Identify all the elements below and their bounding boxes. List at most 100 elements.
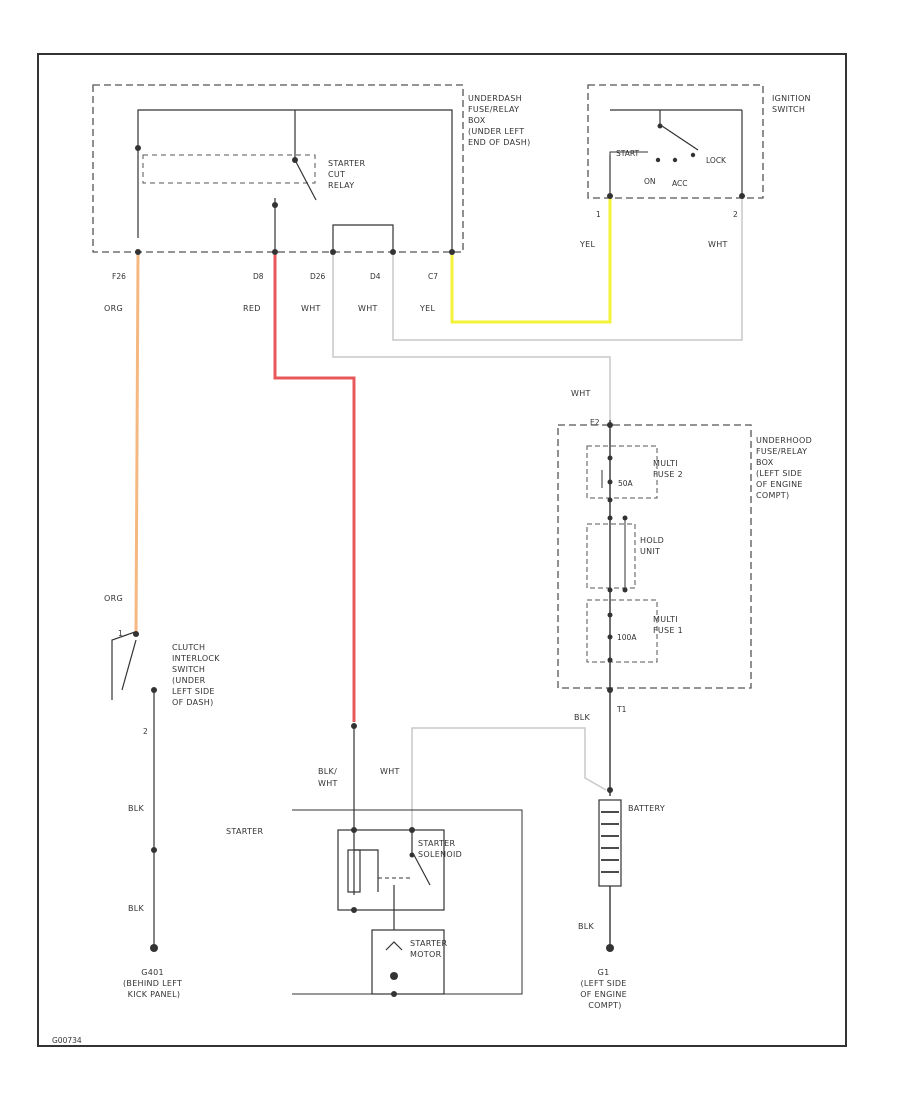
wire-label-wht-ign: WHT (708, 240, 728, 249)
solenoid-coil (353, 830, 379, 895)
battery (598, 700, 622, 952)
connector-point (607, 787, 613, 793)
ground-g401-label: G401 (BEHIND LEFT KICK PANEL) (123, 968, 185, 999)
ignition-start-bracket (609, 151, 648, 160)
ignition-lock-label: LOCK (706, 156, 727, 165)
ignition-switch-arm (661, 125, 699, 151)
fuse-2-rating: 50A (618, 479, 634, 488)
switch-position-dot (690, 152, 696, 158)
connector-point (607, 657, 613, 663)
ignition-pin-1-label: 1 (596, 210, 601, 219)
connector-point (739, 193, 745, 199)
underdash-box-label: UNDERDASH FUSE/RELAY BOX (UNDER LEFT END… (468, 94, 531, 147)
connector-point (607, 612, 613, 618)
underhood-box-label: UNDERHOOD FUSE/RELAY BOX (LEFT SIDE OF E… (756, 436, 815, 500)
connector-point (272, 249, 278, 255)
connector-point (607, 455, 613, 461)
starter-assembly (292, 723, 523, 997)
connector-point (607, 497, 613, 503)
wire-label-blk-uh: BLK (574, 713, 591, 722)
connector-point (135, 249, 141, 255)
clutch-interlock-switch (111, 631, 158, 952)
connector-point (272, 202, 278, 208)
connector-d8-label: D8 (253, 272, 264, 281)
connector-point (607, 193, 613, 199)
wire-label-red-top: RED (243, 304, 261, 313)
starter-bracket (292, 809, 523, 995)
connector-e2-label: E2 (590, 418, 600, 427)
connector-d4-label: D4 (370, 272, 381, 281)
battery-label: BATTERY (628, 804, 665, 813)
connector-point (151, 687, 157, 693)
switch-position-dot (672, 157, 678, 163)
connector-point (607, 587, 613, 593)
wire-label-org-top: ORG (104, 304, 123, 313)
wire-wht-solenoid (411, 727, 607, 830)
underdash-fuse-relay-box (92, 84, 464, 255)
connector-point (607, 515, 613, 521)
underhood-box-outline (557, 424, 752, 689)
wire-label-wht-mid: WHT (571, 389, 591, 398)
starter-label: STARTER (226, 827, 264, 836)
connector-point (135, 145, 141, 151)
ground-point-g401 (150, 944, 158, 952)
diagram-frame (37, 53, 847, 1047)
starter-cut-relay-label: STARTER CUT RELAY (328, 159, 368, 190)
battery-body (598, 799, 622, 887)
ignition-on-label: ON (644, 177, 656, 186)
ground-point-g1 (606, 944, 614, 952)
connector-point (133, 631, 139, 637)
wire-label-yel-top: YEL (419, 304, 436, 313)
switch-position-dot (655, 157, 661, 163)
underhood-fuse-relay-box (557, 420, 752, 700)
connector-point (390, 249, 396, 255)
multi-fuse-1-label: MULTI FUSE 1 (653, 615, 683, 635)
wire-label-wht-starter: WHT (380, 767, 400, 776)
wire-label-wht1: WHT (301, 304, 321, 313)
starter-motor-label: STARTER MOTOR (410, 939, 450, 959)
clutch-switch-arm (121, 639, 137, 691)
hold-unit-label: HOLD UNIT (640, 536, 667, 556)
ignition-pin-2-label: 2 (733, 210, 738, 219)
motor-symbol (390, 972, 398, 980)
underdash-internal-link (332, 224, 394, 252)
wire-org (134, 254, 140, 633)
ground-g1-label: G1 (LEFT SIDE OF ENGINE COMPT) (580, 968, 630, 1010)
wire-label-org-bottom: ORG (104, 594, 123, 603)
multi-fuse-2-outline (586, 445, 658, 499)
starter-motor-outline (371, 929, 445, 995)
wire-red (273, 255, 356, 722)
wire-wht-d26 (332, 255, 611, 420)
motor-symbol-top (385, 941, 403, 951)
connector-point (330, 249, 336, 255)
wire-label-blk-clutch-1: BLK (128, 804, 145, 813)
clutch-switch-label: CLUTCH INTERLOCK SWITCH (UNDER LEFT SIDE… (172, 643, 223, 707)
ignition-switch (587, 84, 764, 199)
wire-wht-d4 (392, 198, 743, 341)
connector-point (657, 123, 663, 129)
wire-label-wht2: WHT (358, 304, 378, 313)
diagram-code: G00734 (52, 1036, 82, 1045)
connector-point (622, 587, 628, 593)
relay-switch-arm (294, 159, 317, 201)
multi-fuse-1-outline (586, 599, 658, 663)
connector-c7-label: C7 (428, 272, 438, 281)
connector-point (409, 852, 415, 858)
wire-label-yel-ign: YEL (579, 240, 596, 249)
connector-point (449, 249, 455, 255)
starter-solenoid-outline (337, 829, 445, 911)
connector-point (607, 687, 613, 693)
clutch-switch-body (111, 631, 136, 700)
connector-point (607, 479, 613, 485)
solenoid-plunger (347, 849, 361, 893)
connector-point (391, 991, 397, 997)
clutch-pin-1-label: 1 (118, 629, 123, 638)
starter-solenoid-label: STARTER SOLENOID (418, 839, 462, 859)
ignition-switch-label: IGNITION SWITCH (772, 94, 814, 114)
hold-unit-outline (586, 523, 636, 589)
connector-d26-label: D26 (310, 272, 326, 281)
solenoid-switch-arm (413, 854, 431, 886)
multi-fuse-2-label: MULTI FUSE 2 (653, 459, 683, 479)
connector-t1-label: T1 (616, 705, 627, 714)
